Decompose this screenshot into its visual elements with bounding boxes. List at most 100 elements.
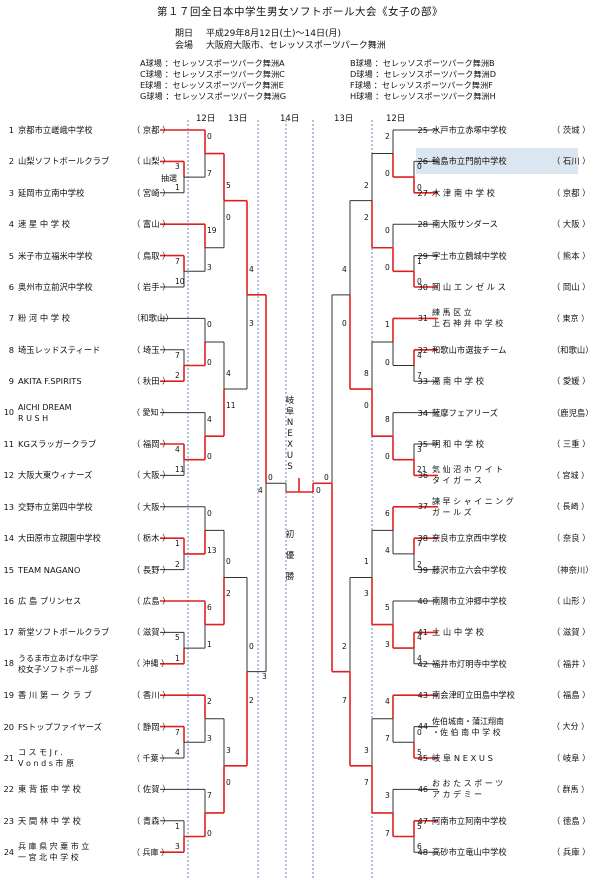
team-number: 26 [417,156,428,167]
team-name: 南大阪サンダース [432,219,498,230]
team-name: 埼玉レッドスティード [18,344,101,355]
champion-char: U [286,451,294,461]
score-value: 0 [226,212,231,222]
team-prefecture: （ 茨城 ） [552,125,591,135]
team-name: 速 星 中 学 校 [18,219,71,230]
champion-char: E [287,429,293,439]
score-value: 4 [226,369,231,379]
team-prefecture: （ 京都 ） [552,187,591,198]
team-prefecture: （ 福井 ） [552,658,591,669]
team-name: うるま市立あげな中学 校女子ソフトボール部 [18,653,98,674]
score-value: 7 [342,695,347,705]
team-prefecture: （ 千葉 ） [132,753,170,763]
team-prefecture: （ 岡山 ） [552,282,591,292]
team-prefecture: （ 佐賀 ） [132,784,171,795]
team-prefecture: （ 福岡 ） [132,439,171,449]
team-number: 18 [3,659,14,669]
score-value: 0 [207,132,212,141]
score-value: 2 [175,371,180,381]
score-value: 1 [175,821,180,831]
team-number: 36 [417,470,428,480]
score-value: 2 [175,559,180,569]
score-value: 2 [417,559,422,569]
day-label-right-12: 12日 [386,114,406,124]
team-number: 38 [417,533,428,544]
team-name: 京都市立嵯峨中学校 [18,125,93,135]
score-value: 3 [385,640,390,650]
team-prefecture: （和歌山） [132,313,174,324]
score-value: 3 [175,842,180,852]
team-name: 明 和 中 学 校 [432,439,485,449]
score-value: 3 [385,791,390,801]
period-value: 平成29年8月12日(土)～14日(月) [205,29,342,39]
team-name: 大阪大東ウィナーズ [18,470,93,481]
score-value: 10 [175,277,185,286]
score-value: 2 [364,212,369,222]
team-name: 阿南市立阿南中学校 [432,815,507,826]
score-value: 0 [417,182,422,192]
score-value: 7 [417,371,422,381]
champion-label-char: 初 [285,530,295,540]
team-number: 16 [3,596,14,606]
team-prefecture: （ 山梨 ） [132,156,171,167]
champion-char: 阜 [285,407,295,417]
team-prefecture: （ 富山 ） [132,219,171,230]
score-value: 4 [385,545,390,555]
score-value: 21 [417,465,427,475]
score-value: 3 [207,263,212,273]
team-number: 19 [3,690,14,701]
team-name: 交野市立第四中学校 [18,501,93,512]
score-value: 1 [175,182,180,192]
team-prefecture: （ 奈良 ） [552,533,591,544]
team-name: TEAM NAGANO [18,564,81,575]
champion-char: S [287,462,293,472]
score-value: 0 [385,169,390,179]
team-name: 米子市立福米中学校 [18,250,93,261]
team-name: 練 馬 区 立 上 石 神 井 中 学 校 [432,308,504,329]
team-name: 気 仙 沼 ホ ワ イ ト タ イ ガ ー ス [432,465,504,486]
period-row: 期日 平成29年8月12日(土)～14日(月) [175,26,341,39]
score-value: 3 [364,589,369,599]
champion-char: N [286,418,294,428]
score-value: 3 [364,745,369,755]
team-name: 岐 阜 N E X U S [432,753,493,763]
team-prefecture: （ 長崎 ） [552,502,590,512]
day-label-right-13: 13日 [334,114,354,124]
score-value: 13 [207,545,217,555]
team-number: 35 [417,439,428,449]
team-name: 佐伯城南・蒲江翔南 ・佐 伯 南 中 学 校 [432,716,504,737]
team-number: 48 [417,847,428,858]
team-number: 3 [8,187,14,198]
team-prefecture: （鹿児島） [552,407,594,418]
team-prefecture: （ 愛知 ） [132,408,170,418]
venue-value: 大阪府大阪市、セレッソスポーツパーク舞洲 [205,41,386,51]
venue-item: G球場 ：セレッソスポーツパーク舞洲G [140,91,287,101]
team-prefecture: （ 大阪 ） [132,470,171,481]
score-value: 7 [385,828,390,838]
team-name: FSトップファイヤーズ [18,721,102,732]
score-value: 4 [342,264,347,274]
score-value: 5 [385,603,390,612]
score-value: 11 [175,465,185,475]
team-name: 和歌山市選抜チーム [432,344,507,355]
team-prefecture: （ 群馬 ） [552,784,590,794]
score-value: 2 [249,695,254,705]
team-prefecture: （ 東京 ） [552,313,590,323]
champion-char: X [287,440,293,450]
score-value: 0 [226,777,231,787]
team-number: 1 [8,125,14,135]
team-prefecture: （和歌山） [552,344,594,355]
